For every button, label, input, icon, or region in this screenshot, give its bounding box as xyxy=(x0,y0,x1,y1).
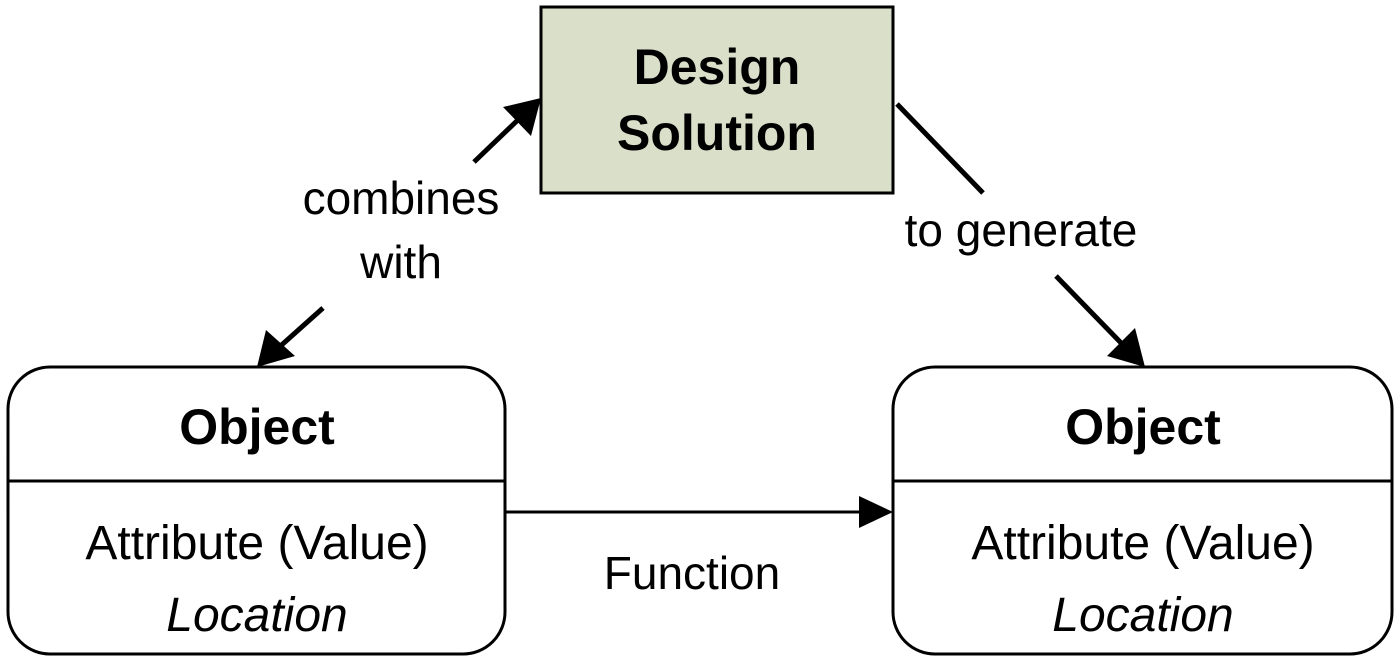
to-generate-arrow xyxy=(895,102,1145,367)
right-object-title: Object xyxy=(1065,399,1221,455)
combines-with-label-line1: combines xyxy=(303,172,500,224)
left-object-title: Object xyxy=(179,399,335,455)
combines-upper-arrow-line xyxy=(472,114,524,164)
combines-lower-arrow xyxy=(257,306,325,367)
design-solution-label-line1: Design xyxy=(634,39,801,95)
combines-with-label-line2: with xyxy=(359,236,442,288)
function-arrow xyxy=(505,496,893,528)
left-object-attribute: Attribute (Value) xyxy=(85,517,428,570)
right-object-attribute: Attribute (Value) xyxy=(971,517,1314,570)
left-object-location: Location xyxy=(166,589,347,642)
right-object-location: Location xyxy=(1052,589,1233,642)
to-generate-arrowhead xyxy=(1107,328,1145,367)
to-generate-upper-line xyxy=(895,102,985,195)
design-solution-label-line2: Solution xyxy=(617,105,817,161)
to-generate-label: to generate xyxy=(905,204,1138,256)
combines-upper-arrow xyxy=(472,98,541,164)
left-object-node: Object Attribute (Value) Location xyxy=(6,365,507,656)
design-solution-node: Design Solution xyxy=(539,5,895,195)
design-solution-box xyxy=(539,5,895,195)
combines-lower-arrow-line xyxy=(274,306,325,352)
combines-lower-arrowhead xyxy=(257,330,295,367)
combines-upper-arrowhead xyxy=(503,98,541,136)
right-object-node: Object Attribute (Value) Location xyxy=(891,365,1394,656)
function-arrowhead xyxy=(859,496,893,528)
to-generate-lower-line xyxy=(1054,274,1127,349)
function-label: Function xyxy=(604,547,780,599)
right-object-box xyxy=(891,365,1394,656)
